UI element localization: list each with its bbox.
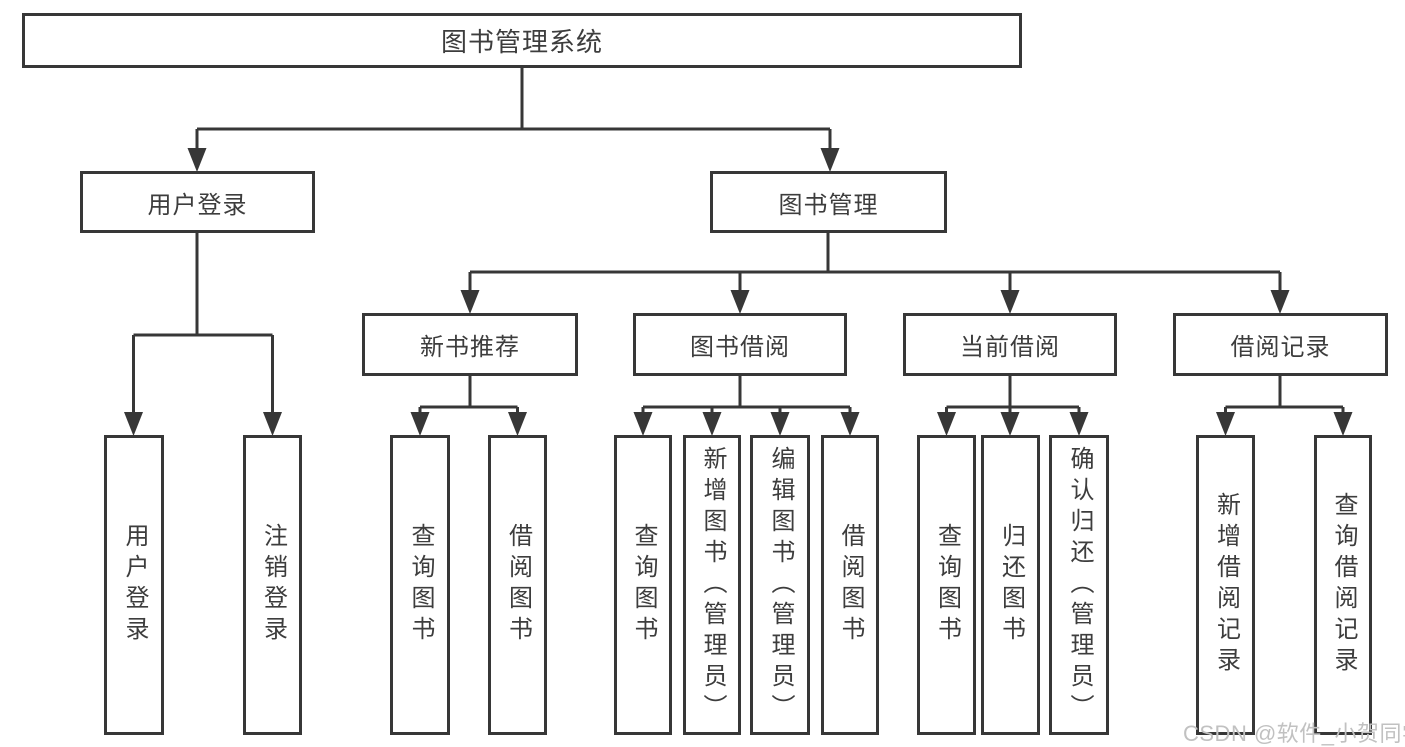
leaf-confirm-return-admin-label: 确认归还（管理员） (1066, 445, 1093, 725)
leaf-logout: 注销登录 (243, 435, 302, 735)
node-borrow-records: 借阅记录 (1173, 313, 1388, 376)
leaf-add-books-admin-label: 新增图书（管理员） (699, 445, 726, 725)
leaf-query-books-3: 查询图书 (917, 435, 976, 735)
node-book-borrow: 图书借阅 (633, 313, 847, 376)
leaf-query-borrow-record: 查询借阅记录 (1314, 435, 1372, 735)
leaf-query-borrow-record-label: 查询借阅记录 (1330, 492, 1357, 678)
leaf-query-books-1: 查询图书 (390, 435, 450, 735)
leaf-borrow-books-1-label: 借阅图书 (504, 523, 532, 647)
node-book-management: 图书管理 (710, 171, 947, 233)
node-book-management-label: 图书管理 (778, 191, 879, 219)
leaf-add-borrow-record: 新增借阅记录 (1196, 435, 1255, 735)
node-new-book-recommend-label: 新书推荐 (420, 334, 520, 361)
node-root-label: 图书管理系统 (440, 27, 603, 57)
leaf-logout-label: 注销登录 (259, 523, 287, 647)
leaf-borrow-books-2-label: 借阅图书 (837, 523, 864, 647)
node-root-system: 图书管理系统 (22, 13, 1022, 68)
leaf-query-books-3-label: 查询图书 (933, 523, 961, 647)
leaf-return-books: 归还图书 (981, 435, 1040, 735)
node-new-book-recommend: 新书推荐 (362, 313, 578, 376)
leaf-query-books-2: 查询图书 (614, 435, 672, 735)
node-book-borrow-label: 图书借阅 (690, 334, 790, 361)
node-current-borrow: 当前借阅 (903, 313, 1117, 376)
leaf-confirm-return-admin: 确认归还（管理员） (1049, 435, 1109, 735)
leaf-edit-books-admin-label: 编辑图书（管理员） (767, 445, 794, 725)
leaf-return-books-label: 归还图书 (997, 523, 1025, 647)
leaf-query-books-1-label: 查询图书 (407, 523, 434, 647)
leaf-borrow-books-1: 借阅图书 (488, 435, 547, 735)
node-borrow-records-label: 借阅记录 (1230, 334, 1331, 361)
node-current-borrow-label: 当前借阅 (960, 334, 1060, 361)
leaf-edit-books-admin: 编辑图书（管理员） (750, 435, 810, 735)
node-user-login: 用户登录 (80, 171, 315, 233)
node-user-login-label: 用户登录 (147, 191, 248, 219)
leaf-query-books-2-label: 查询图书 (630, 523, 657, 647)
leaf-user-login: 用户登录 (104, 435, 164, 735)
leaf-borrow-books-2: 借阅图书 (821, 435, 879, 735)
leaf-add-books-admin: 新增图书（管理员） (683, 435, 741, 735)
leaf-user-login-label: 用户登录 (121, 523, 148, 647)
leaf-add-borrow-record-label: 新增借阅记录 (1212, 492, 1240, 678)
csdn-watermark: CSDN @软件_小贺同学 (1183, 721, 1405, 746)
